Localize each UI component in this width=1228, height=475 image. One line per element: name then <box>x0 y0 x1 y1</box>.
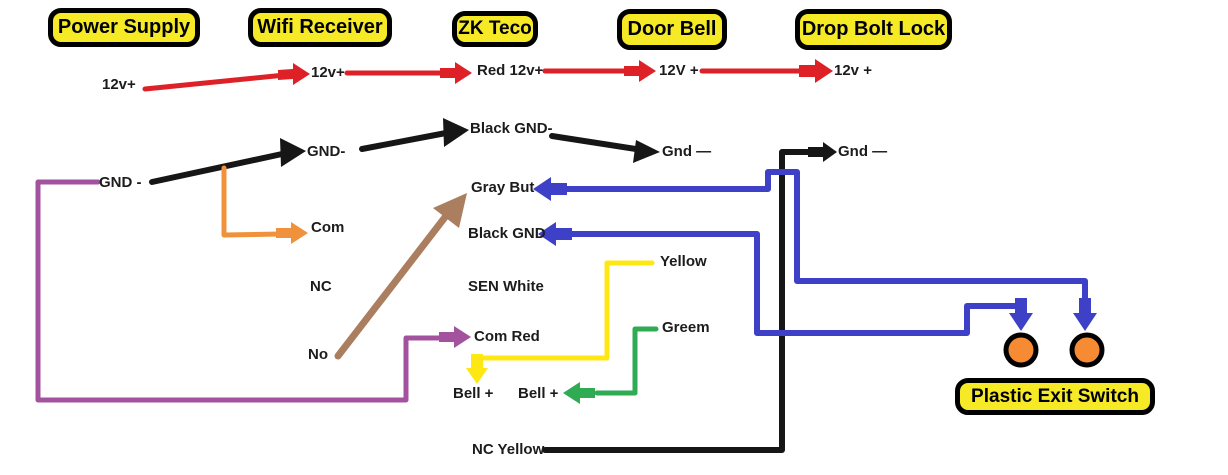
green-arrow-left-icon <box>563 382 595 404</box>
wire-label-power-gnd: GND - <box>99 174 142 191</box>
black-gnd-wire <box>149 118 660 185</box>
component-label-zk-teco: ZK Teco <box>452 11 538 47</box>
wire-label-zk-sen-white: SEN White <box>468 278 544 295</box>
wire-label-zk-black-gnd: Black GND <box>468 225 546 242</box>
red-arrow-right-icon <box>624 60 656 82</box>
orange-arrow-right-icon <box>276 222 308 244</box>
purple-com-red-wire <box>35 179 471 403</box>
blue-arrow-left-icon <box>538 222 572 246</box>
wire-label-doorbell-gnd: Gnd — <box>662 143 712 160</box>
component-label-door-bell: Door Bell <box>617 9 727 50</box>
orange-com-wire <box>221 165 308 244</box>
wire-label-bell-plus-left: Bell + <box>453 385 494 402</box>
wire-label-power-12v: 12v+ <box>102 76 136 93</box>
red-12v-wire <box>142 59 833 92</box>
wire-label-yellow: Yellow <box>660 253 707 270</box>
black-arrow-right-icon <box>633 140 660 163</box>
wire-label-dropbolt-12v: 12v + <box>834 62 872 79</box>
red-arrow-right-icon <box>799 59 833 83</box>
yellow-arrow-down-icon <box>466 354 488 384</box>
blue-arrow-left-icon <box>533 177 567 201</box>
black-arrow-right-icon <box>280 138 306 167</box>
wire-label-dropbolt-gnd: Gnd — <box>838 143 888 160</box>
wire-label-wifi-gnd: GND- <box>307 143 346 160</box>
wire-label-nc-yellow: NC Yellow <box>472 441 545 458</box>
black-arrow-right-icon <box>808 142 837 162</box>
brown-no-wire <box>334 193 467 360</box>
blue-gray-but-wire <box>533 169 1097 331</box>
green-bell-wire <box>563 326 659 404</box>
exit-switch-terminal[interactable] <box>1003 332 1039 368</box>
blue-arrow-down-icon <box>1009 298 1033 331</box>
wire-label-green: Greem <box>662 319 710 336</box>
wire-label-bell-plus-right: Bell + <box>518 385 559 402</box>
wire-label-zk-com-red: Com Red <box>474 328 540 345</box>
wire-label-wifi-com: Com <box>311 219 345 236</box>
wire-label-doorbell-12v: 12V + <box>659 62 699 79</box>
red-arrow-right-icon <box>440 62 472 84</box>
wire-label-zk-12v: Red 12v+ <box>477 62 544 79</box>
component-label-plastic-exit-switch: Plastic Exit Switch <box>955 378 1155 415</box>
exit-switch-terminal[interactable] <box>1069 332 1105 368</box>
blue-arrow-down-icon <box>1073 298 1097 331</box>
yellow-bell-wire <box>466 260 655 384</box>
red-arrow-right-icon <box>278 63 310 85</box>
component-label-wifi-receiver: Wifi Receiver <box>248 8 392 47</box>
black-arrow-right-icon <box>443 118 469 147</box>
wire-label-wifi-12v: 12v+ <box>311 64 345 81</box>
component-label-power-supply: Power Supply <box>48 8 200 47</box>
wire-label-zk-gnd: Black GND- <box>470 120 553 137</box>
purple-arrow-right-icon <box>439 326 471 348</box>
component-label-drop-bolt-lock: Drop Bolt Lock <box>795 9 952 50</box>
wire-label-wifi-nc: NC <box>310 278 332 295</box>
black-nc-yellow-wire <box>542 142 837 453</box>
brown-arrow-up-icon <box>433 193 467 228</box>
blue-black-gnd-wire <box>538 222 1033 336</box>
wire-label-wifi-no: No <box>308 346 328 363</box>
wire-label-zk-gray-but: Gray But <box>471 179 535 196</box>
